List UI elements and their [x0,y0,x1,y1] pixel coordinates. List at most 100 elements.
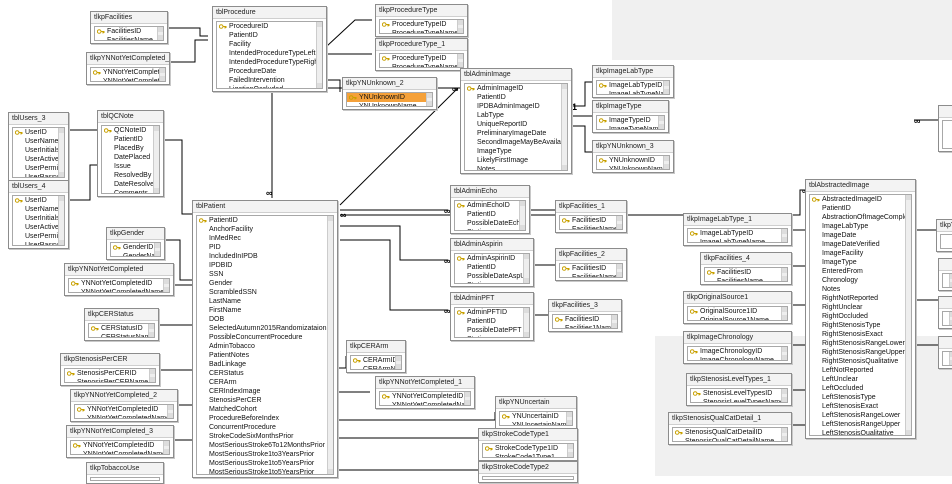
table-title[interactable]: tblAbstractedImage [806,180,915,192]
primary-key-field[interactable]: ImageLabTypeID [597,81,669,90]
field[interactable] [943,121,952,130]
field[interactable]: ImageType [810,258,911,267]
table-title[interactable]: tlkpStrokeCodeType2 [479,462,577,474]
field[interactable]: UserPermission [13,232,64,241]
table-title[interactable]: tlkpStenosisPerCER [61,354,159,366]
field[interactable]: CERStatusName [89,333,154,337]
field[interactable]: YNNotYetCompletedName [75,414,173,418]
scroll-up-arrow[interactable] [150,369,155,374]
scroll-down-arrow[interactable] [782,397,787,402]
field[interactable]: SSN [197,270,333,279]
field[interactable]: PreliminaryImageDate [465,129,567,138]
field[interactable]: AbstractionOfImageComplete [810,213,911,222]
field[interactable] [943,139,952,148]
primary-key-field[interactable]: StenosisLevelTypesID [691,389,787,398]
table-title[interactable]: tlkpCERArm [347,341,405,353]
primary-key-field[interactable]: QCNoteID [102,126,159,135]
field[interactable]: InMedRec [197,234,333,243]
field[interactable]: Facility [217,40,322,49]
field[interactable]: ImageLabTypeName [688,238,787,242]
primary-key-field[interactable]: AdminAspirinID [455,254,529,263]
scroll-up-arrow[interactable] [168,405,173,410]
table-title[interactable]: tlkpImageChronology [684,332,791,344]
table-title[interactable]: tblProcedure [213,7,326,19]
primary-key-field[interactable]: CERStatusID [89,324,154,333]
scrollbar[interactable] [658,116,664,129]
table-tlkpgender[interactable]: tlkpGenderGenderIDGenderName [106,227,165,260]
field[interactable]: IPDBAdminImageID [465,102,567,111]
scroll-up-arrow[interactable] [328,216,333,221]
field[interactable]: PossibleConcurrentProcedure [197,333,333,342]
primary-key-field[interactable]: YNNotYetCompletedID [69,279,169,288]
scroll-down-arrow[interactable] [950,320,952,325]
scrollbar[interactable] [464,392,470,405]
field[interactable]: EnteredFrom [810,267,911,276]
field[interactable]: LigationOccluded [217,85,322,88]
field[interactable]: MostSeriousStroke1to5YearsPrior [197,459,333,468]
scroll-up-arrow[interactable] [906,195,911,200]
field[interactable]: MatchedCohort [197,405,333,414]
scroll-down-arrow[interactable] [158,35,163,40]
scrollbar[interactable] [167,405,173,418]
scrollbar[interactable] [395,356,401,369]
field[interactable]: RightUnclear [810,303,911,312]
scrollbar[interactable] [316,22,322,88]
scroll-down-arrow[interactable] [59,240,64,245]
scroll-up-arrow[interactable] [950,274,952,279]
scrollbar[interactable] [611,315,617,328]
scroll-up-arrow[interactable] [164,279,169,284]
field[interactable]: FacilitiesName [560,273,622,277]
scroll-up-arrow[interactable] [155,243,160,248]
table-title[interactable]: tlkpYNUnknown_3 [593,141,673,153]
scroll-up-arrow[interactable] [524,308,529,313]
field[interactable]: ImageTypeName [597,125,664,129]
table-title[interactable]: tlkpFacilities_2 [556,249,626,261]
scroll-up-arrow[interactable] [612,315,617,320]
table-tlkptobaccouse[interactable]: tlkpTobaccoUse [86,462,164,484]
table-title[interactable]: tlkpYNUncertain [496,397,576,409]
scrollbar[interactable] [157,27,163,40]
field[interactable]: IntendedProcedureTypeRight [217,58,322,67]
table-title[interactable]: tblAdminAspirin [451,239,533,251]
scroll-up-arrow[interactable] [158,27,163,32]
field[interactable]: RightNotReported [810,294,911,303]
field[interactable]: ImageType [465,147,567,156]
scroll-down-arrow[interactable] [562,165,567,170]
scroll-up-arrow[interactable] [524,254,529,259]
field[interactable]: DatePlaced [102,153,159,162]
scroll-up-arrow[interactable] [427,93,432,98]
scroll-up-arrow[interactable] [664,156,669,161]
scroll-up-arrow[interactable] [664,81,669,86]
field[interactable]: SelectedAutumn2015Randomizataion [197,324,333,333]
field[interactable]: RightOccluded [810,312,911,321]
field-list[interactable]: AdminEchoIDPatientIDPossibleDateEchoStat… [454,200,526,231]
table-title[interactable]: tblAdminImage [461,69,571,81]
table-tlkpcerarm[interactable]: tlkpCERArmCERArmIDCERArmName [346,340,406,373]
primary-key-field[interactable]: OriginalSource1ID [688,307,787,316]
scrollbar[interactable] [561,84,567,170]
table-title[interactable]: tlkpFacilities_1 [556,201,626,213]
scroll-up-arrow[interactable] [782,428,787,433]
scroll-down-arrow[interactable] [154,188,159,193]
primary-key-field[interactable]: AbstractedImageID [810,195,911,204]
table-title[interactable]: tlkpFacilities_4 [701,253,791,265]
scroll-up-arrow[interactable] [520,201,525,206]
scroll-up-arrow[interactable] [782,268,787,273]
field-list[interactable] [942,351,952,366]
scroll-down-arrow[interactable] [568,452,573,457]
scrollbar[interactable] [523,254,529,283]
field-list[interactable]: GenderIDGenderName [110,242,161,257]
field[interactable]: BadLinkage [197,360,333,369]
scroll-down-arrow[interactable] [664,164,669,169]
table-title[interactable]: tlkpOriginalSource1 [684,292,791,304]
scroll-down-arrow[interactable] [567,420,572,425]
